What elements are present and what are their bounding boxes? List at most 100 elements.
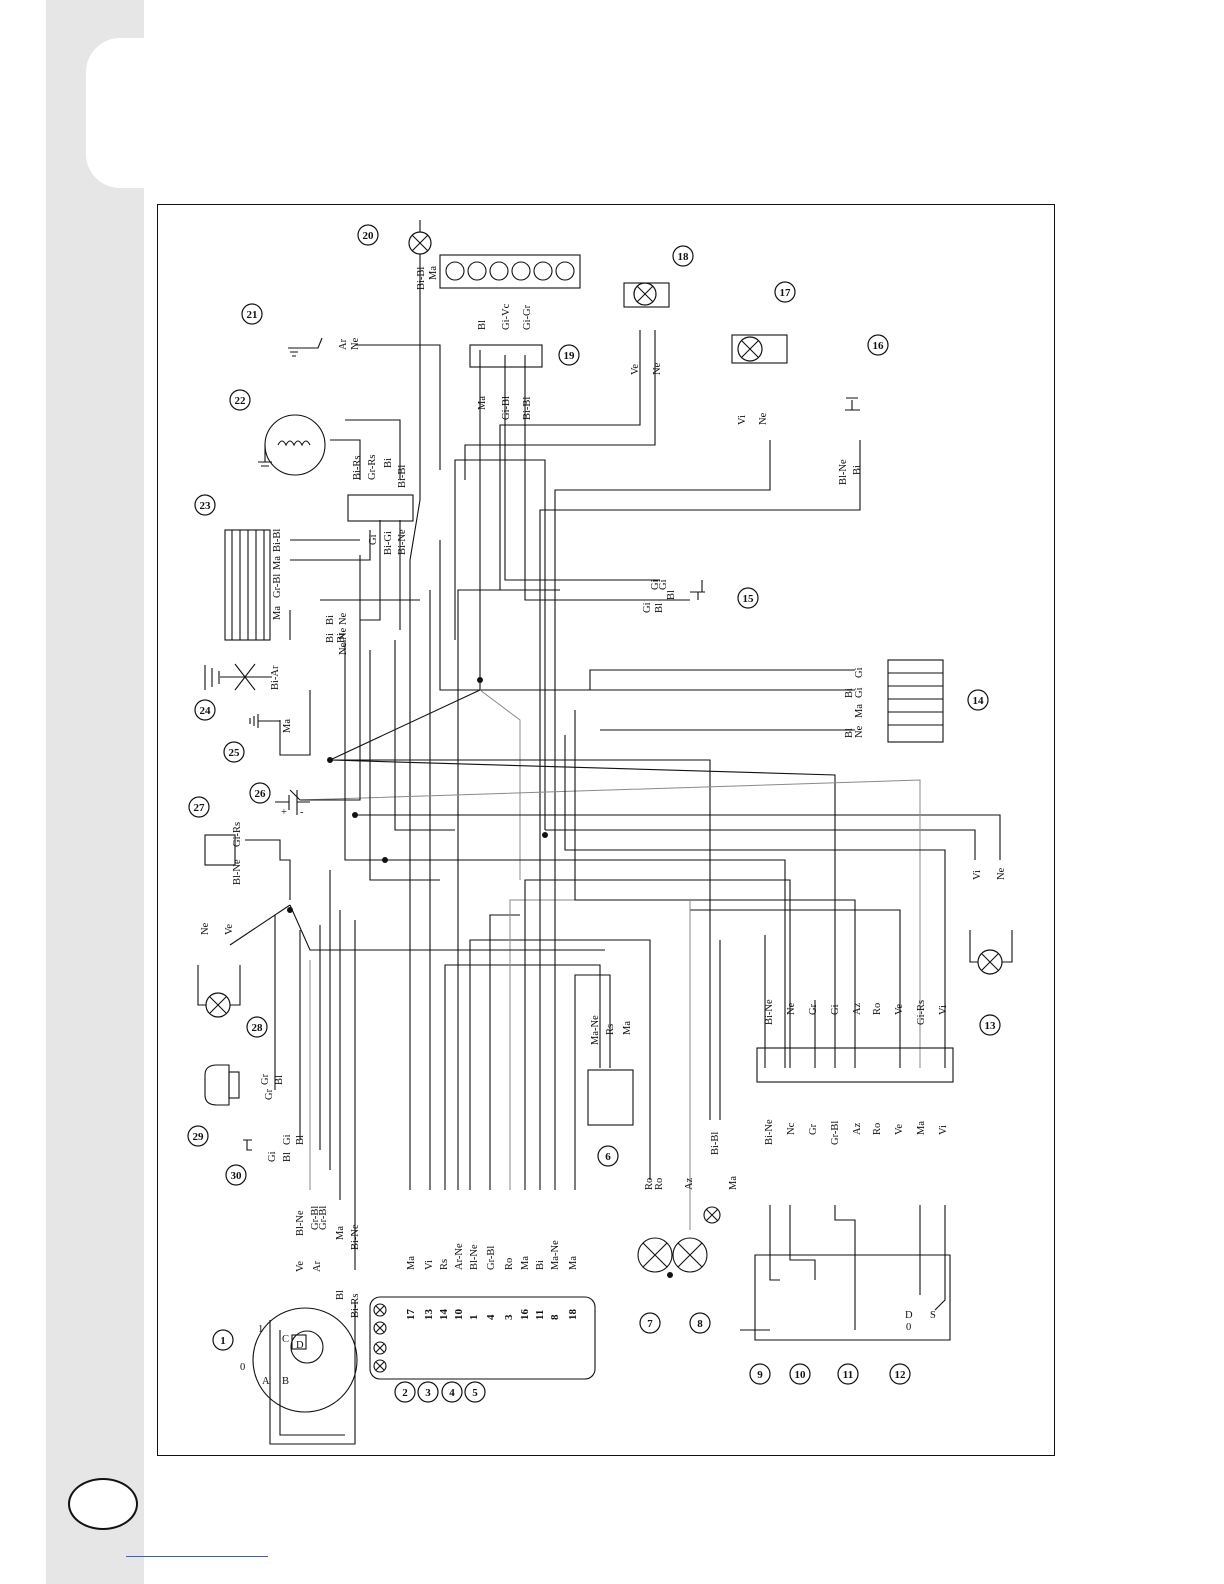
svg-text:22: 22 xyxy=(235,395,247,407)
svg-text:Ma: Ma xyxy=(854,704,865,718)
svg-text:Bi: Bi xyxy=(844,688,855,698)
svg-text:Bl: Bl xyxy=(282,1152,293,1162)
callout-28: 28 xyxy=(246,1016,268,1038)
svg-text:Gi: Gi xyxy=(368,534,379,545)
ignition-switch xyxy=(252,1307,358,1413)
callout-22: 22 xyxy=(229,389,251,411)
svg-text:Ma: Ma xyxy=(428,266,439,280)
svg-text:Ma: Ma xyxy=(916,1121,927,1135)
svg-text:Bi-Rs: Bi-Rs xyxy=(350,1293,361,1318)
callout-24: 24 xyxy=(194,699,216,721)
callout-6: 6 xyxy=(597,1145,619,1167)
lamp-28-labels: Ne Ve xyxy=(200,922,235,935)
svg-text:11: 11 xyxy=(843,1369,853,1381)
svg-text:Gi: Gi xyxy=(650,579,661,590)
callout-23: 23 xyxy=(194,494,216,516)
switch-12-positions: D 0 S xyxy=(905,1310,936,1333)
svg-text:25: 25 xyxy=(229,747,241,759)
svg-text:1: 1 xyxy=(220,1335,226,1347)
svg-text:2: 2 xyxy=(402,1387,408,1399)
svg-text:Vi: Vi xyxy=(938,1005,949,1015)
svg-text:Bi: Bi xyxy=(852,465,863,475)
svg-text:Ne: Ne xyxy=(758,412,769,425)
svg-text:6: 6 xyxy=(605,1151,611,1163)
svg-text:Gr-Rs: Gr-Rs xyxy=(367,455,378,480)
junctions xyxy=(287,677,673,1278)
svg-text:Bl: Bl xyxy=(666,590,677,600)
svg-text:Ne: Ne xyxy=(338,627,349,640)
callout-25: 25 xyxy=(223,741,245,763)
svg-text:1: 1 xyxy=(468,1315,480,1321)
svg-text:Gi: Gi xyxy=(854,667,865,678)
svg-text:Bi-Ne: Bi-Ne xyxy=(397,529,408,555)
lamp-13-labels: Vi Ne xyxy=(972,867,1007,880)
svg-text:Bi-Bl: Bi-Bl xyxy=(272,529,283,552)
callout-19: 19 xyxy=(558,344,580,366)
svg-text:Bi: Bi xyxy=(383,458,394,468)
callout-27: 27 xyxy=(188,796,210,818)
svg-text:Ma: Ma xyxy=(622,1021,633,1035)
svg-text:Gr-Bl: Gr-Bl xyxy=(318,1206,329,1230)
horn-29-labels: Gr Bl Gr xyxy=(260,1073,285,1100)
svg-text:Gi: Gi xyxy=(830,1004,841,1015)
unit-6-box xyxy=(587,1069,634,1126)
callout-2: 2 xyxy=(394,1381,416,1403)
svg-text:8: 8 xyxy=(549,1314,561,1320)
svg-text:Ar-Ne: Ar-Ne xyxy=(454,1243,465,1270)
svg-text:Bi-Bl: Bi-Bl xyxy=(397,465,408,488)
svg-text:Bl: Bl xyxy=(335,1290,346,1300)
svg-text:Az: Az xyxy=(684,1177,695,1190)
svg-text:20: 20 xyxy=(363,230,375,242)
cluster-19-labels: Ma Gi-Bl Bi-Bl Bl Gi-Vc Gi-Gr xyxy=(477,303,533,420)
callout-15: 15 xyxy=(737,587,759,609)
svg-text:Gr-Bl: Gr-Bl xyxy=(486,1246,497,1270)
callout-17: 17 xyxy=(774,281,796,303)
unit-14 xyxy=(887,659,944,743)
svg-text:Bi-Bl: Bi-Bl xyxy=(710,1132,721,1155)
callout-3: 3 xyxy=(417,1381,439,1403)
ignition-positions: A B C D 0 1 xyxy=(240,1324,304,1387)
page-number-oval xyxy=(68,1478,138,1530)
svg-text:Rs: Rs xyxy=(439,1259,450,1270)
svg-text:-: - xyxy=(300,807,304,818)
svg-text:Ve: Ve xyxy=(224,924,235,935)
svg-text:C: C xyxy=(282,1334,289,1345)
svg-text:Gi: Gi xyxy=(282,1134,293,1145)
wire-harness xyxy=(229,220,1001,1445)
callout-21: 21 xyxy=(241,303,263,325)
callout-18: 18 xyxy=(672,245,694,267)
svg-text:Gi-Vc: Gi-Vc xyxy=(501,303,512,330)
svg-text:Ve: Ve xyxy=(894,1004,905,1015)
svg-text:Ne: Ne xyxy=(338,612,349,625)
svg-text:12: 12 xyxy=(895,1369,907,1381)
svg-text:16: 16 xyxy=(519,1309,531,1321)
svg-text:Ma: Ma xyxy=(477,396,488,410)
svg-text:Gi: Gi xyxy=(267,1151,278,1162)
switch-15-labels: Gi Gi Gi Bl Bl xyxy=(642,579,705,613)
svg-text:30: 30 xyxy=(231,1170,243,1182)
svg-text:Gr: Gr xyxy=(808,1003,819,1015)
lamp-20 xyxy=(408,231,432,255)
callout-14: 14 xyxy=(967,689,989,711)
svg-text:1: 1 xyxy=(258,1324,263,1335)
lamp-17-labels: Vi Ne xyxy=(737,412,769,425)
connector-22: Gi Bi-Gi Bi-Ne Bi-Rs Gr-Rs Bi Bi-Bl xyxy=(347,455,414,555)
svg-text:23: 23 xyxy=(200,500,212,512)
svg-text:Bl-Ne: Bl-Ne xyxy=(295,1210,306,1236)
callout-12: 12 xyxy=(889,1363,911,1385)
callout-16: 16 xyxy=(867,334,889,356)
svg-text:4: 4 xyxy=(485,1314,497,1320)
ground-25-label: Ma xyxy=(282,719,293,733)
svg-text:Bl: Bl xyxy=(274,1075,285,1085)
svg-text:Gi-Rs: Gi-Rs xyxy=(232,822,243,847)
svg-text:Ne: Ne xyxy=(200,922,211,935)
callout-29: 29 xyxy=(187,1125,209,1147)
svg-text:14: 14 xyxy=(438,1309,450,1321)
page-tab xyxy=(86,38,156,188)
svg-text:Ma: Ma xyxy=(272,556,283,570)
svg-text:Vi: Vi xyxy=(424,1260,435,1270)
svg-text:Bi-Ne: Bi-Ne xyxy=(764,1119,775,1145)
svg-text:Ne: Ne xyxy=(652,362,663,375)
lamp-20-labels: Bi-Bl Ma xyxy=(416,266,439,290)
callout-7: 7 xyxy=(639,1312,661,1334)
